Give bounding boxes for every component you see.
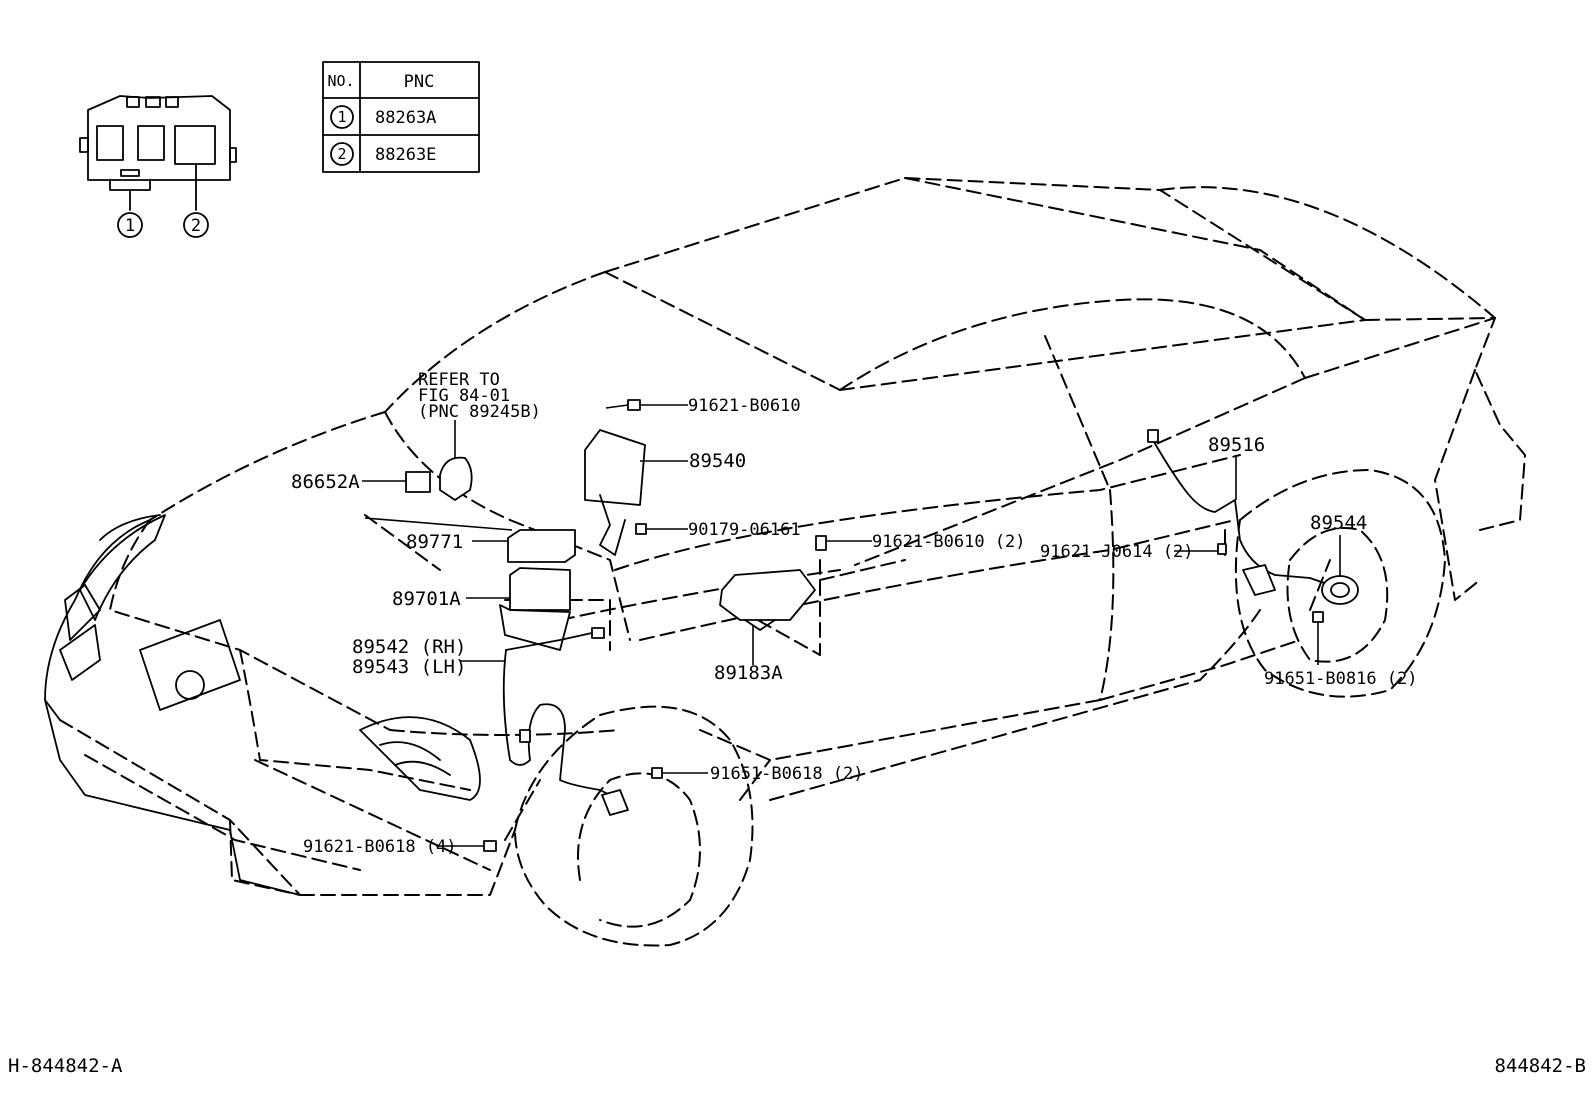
part-89542-89543 <box>460 627 629 816</box>
footer-right-code: 844842-B <box>1494 1055 1586 1077</box>
table-cell-pnc: 88263A <box>375 108 436 128</box>
connector-icon <box>79 95 237 238</box>
vehicle-outline <box>59 177 1526 947</box>
table-cell-pnc: 88263E <box>375 145 436 165</box>
label-89771: 89771 <box>406 531 463 553</box>
part-89771 <box>364 517 576 563</box>
label-89543: 89543 (LH) <box>352 656 466 678</box>
part-91651-B0816 <box>1312 611 1324 665</box>
part-89540 <box>584 399 688 556</box>
part-89183A <box>719 535 872 665</box>
label-89544: 89544 <box>1310 512 1367 534</box>
refer-note-line: FIG 84-01 <box>418 386 510 406</box>
table-header-pnc: PNC <box>404 72 435 92</box>
part-89245B-ref <box>439 420 473 501</box>
front-end-outline <box>44 514 481 896</box>
label-91651-B0618: 91651-B0618 (2) <box>710 764 864 784</box>
refer-note-line: (PNC 89245B) <box>418 402 541 422</box>
label-91621-B0610-x2: 91621-B0610 (2) <box>872 532 1026 552</box>
label-91621-B0618: 91621-B0618 (4) <box>303 837 457 857</box>
label-91621-J0614: 91621-J0614 (2) <box>1040 542 1194 562</box>
label-90179-06161: 90179-06161 <box>688 520 801 540</box>
table-cell-no: 2 <box>337 145 346 163</box>
footer-left-code: H-844842-A <box>8 1055 123 1077</box>
part-89544 <box>1321 535 1359 605</box>
refer-note-line: REFER TO <box>418 370 500 390</box>
part-89516 <box>1147 429 1331 596</box>
label-91621-B0610: 91621-B0610 <box>688 396 801 416</box>
part-86652A <box>362 471 431 493</box>
part-91651-B0618 <box>651 767 708 779</box>
table-header-no: NO. <box>327 72 354 90</box>
part-91621-B0618 <box>436 840 497 852</box>
label-89183A: 89183A <box>714 662 783 684</box>
table-cell-no: 1 <box>337 108 346 126</box>
label-89701A: 89701A <box>392 588 461 610</box>
label-89540: 89540 <box>689 450 746 472</box>
connector-marker-2: 2 <box>191 216 201 236</box>
label-91651-B0816: 91651-B0816 (2) <box>1264 669 1418 689</box>
label-86652A: 86652A <box>291 471 360 493</box>
part-89701A <box>466 567 571 651</box>
label-89516: 89516 <box>1208 434 1265 456</box>
connector-marker-1: 1 <box>125 216 135 236</box>
pnc-table <box>322 61 480 173</box>
label-89542: 89542 (RH) <box>352 636 466 658</box>
